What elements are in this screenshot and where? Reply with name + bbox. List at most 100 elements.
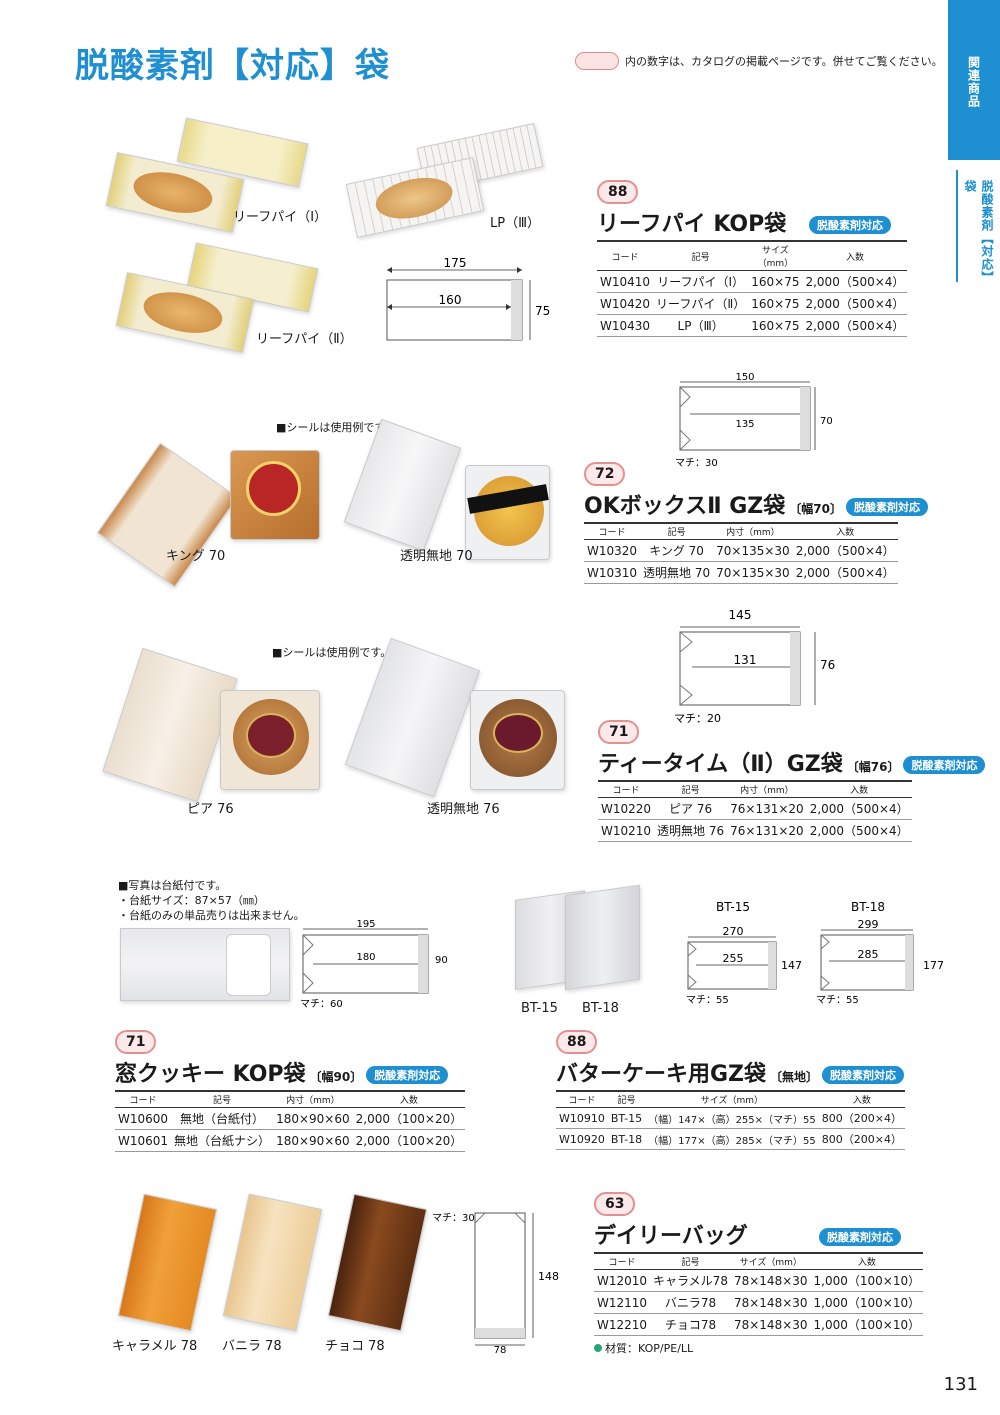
table-cell: W10430: [597, 314, 654, 337]
table-cell: W10210: [598, 819, 655, 842]
col-quantity: 入数: [802, 240, 908, 271]
table-cell: W10320: [584, 539, 641, 562]
side-tab-primary-label: 関連商品: [966, 56, 981, 108]
table-header-cell: 記号: [640, 522, 714, 540]
dimension-label: マチ：20: [674, 712, 721, 725]
badge-deoxidizer: 脱酸素剤対応: [819, 1228, 901, 1246]
dimension-label: 76: [820, 658, 835, 672]
side-tab-deoxidizer-bags[interactable]: 脱酸素剤【対応】袋: [956, 170, 1000, 282]
dimension-label: 150: [735, 372, 754, 383]
product-title-teatime: ティータイム（Ⅱ）GZ袋: [598, 752, 843, 777]
table-header-cell: コード: [598, 780, 655, 798]
caption-bt15: BT-15: [521, 1001, 558, 1016]
clear76-filled-bag: [470, 690, 565, 790]
dimension-label: 285: [858, 948, 879, 961]
pia76-bag: [102, 647, 238, 803]
product-subtitle-okbox: 〔幅70〕: [789, 502, 842, 516]
photo-okbox-group: [97, 418, 560, 588]
table-cell: W10420: [597, 292, 654, 315]
table-header-cell: 内寸（mm）: [713, 522, 793, 540]
table-cell: BT-15: [607, 1107, 646, 1129]
seal-note-teatime: ■シールは使用例です。: [272, 646, 392, 659]
dimension-label: 148: [538, 1270, 559, 1283]
table-cell: 2,000（500×4）: [806, 797, 912, 820]
page-ref-daily[interactable]: 63: [594, 1192, 636, 1216]
table-cell: 2,000（500×4）: [792, 539, 898, 562]
table-cell: リーフパイ（Ⅰ）: [653, 270, 749, 293]
caption-choco: チョコ 78: [325, 1339, 385, 1354]
table-cell: 180×90×60: [273, 1129, 353, 1152]
page-ref-okbox[interactable]: 72: [584, 462, 626, 486]
col-symbol: 記号: [653, 240, 749, 271]
table-cell: BT-18: [607, 1128, 646, 1150]
caption-caramel: キャラメル 78: [112, 1339, 198, 1354]
dimension-label: 270: [723, 925, 744, 938]
product-title-okbox: OKボックスⅡ GZ袋: [584, 494, 786, 519]
dimension-label: マチ：55: [816, 994, 859, 1006]
table-header-cell: コード: [556, 1090, 608, 1108]
dimension-label: マチ：30: [675, 457, 718, 469]
page-title: 脱酸素剤【対応】袋: [75, 46, 390, 86]
table-cell: （幅）147×（高）255×（マチ）55: [645, 1107, 819, 1129]
lp3-bag-front: [345, 157, 485, 238]
choco-bag: [327, 1193, 428, 1332]
material-dot-icon: [594, 1344, 602, 1352]
table-header-cell: 入数: [352, 1090, 466, 1108]
table-cell: 2,000（500×4）: [792, 561, 898, 584]
clear70-filled-bag: [465, 465, 550, 560]
col-size: サイズ（mm）: [748, 240, 803, 271]
page-ref-window[interactable]: 71: [115, 1030, 157, 1054]
product-title-daily: デイリーバッグ: [594, 1224, 748, 1249]
page-ref-leafpie[interactable]: 88: [597, 180, 639, 204]
table-cell: （幅）177×（高）285×（マチ）55: [645, 1128, 819, 1150]
dimension-label: 299: [858, 918, 879, 931]
caption-lp3: LP（Ⅲ）: [490, 216, 541, 231]
clear76-bag: [344, 637, 481, 798]
side-tab-related-products[interactable]: 関連商品: [948, 0, 1000, 160]
table-cell: W10310: [584, 561, 641, 584]
page-ref-butter[interactable]: 88: [556, 1030, 598, 1054]
window-cookie-photo: [120, 928, 290, 1001]
dimension-label: 78: [494, 1345, 507, 1355]
product-okbox: 72 OKボックスⅡ GZ袋 〔幅70〕 脱酸素剤対応 コード記号内寸（mm）入…: [584, 462, 928, 584]
caption-clear70: 透明無地 70: [400, 549, 473, 564]
product-title-window: 窓クッキー KOP袋: [115, 1062, 306, 1087]
dimension-label: マチ：60: [300, 998, 343, 1010]
table-header-cell: 入数: [818, 1090, 905, 1108]
table-cell: W10920: [556, 1128, 608, 1150]
material-note: 材質：KOP/PE/LL: [594, 1340, 901, 1356]
dimension-label: 147: [781, 959, 802, 972]
table-header-cell: 入数: [806, 780, 912, 798]
dimension-label: 70: [820, 416, 833, 427]
table-cell: 76×131×20: [727, 819, 807, 842]
table-header-cell: 記号: [171, 1090, 274, 1108]
badge-deoxidizer: 脱酸素剤対応: [845, 498, 928, 516]
dimension-label: マチ：30: [432, 1212, 475, 1224]
product-title-leafpie: リーフパイ KOP袋: [597, 212, 787, 237]
table-cell: ピア 76: [654, 797, 728, 820]
table-cell: キング 70: [640, 539, 714, 562]
badge-deoxidizer: 脱酸素剤対応: [809, 216, 891, 234]
table-header-cell: 記号: [607, 1090, 646, 1108]
vanilla-bag: [222, 1193, 323, 1332]
table-cell: 無地（台紙付）: [171, 1107, 274, 1130]
table-cell: W12110: [594, 1291, 651, 1314]
table-cell: 800（200×4）: [818, 1128, 905, 1150]
table-header-cell: サイズ（mm）: [645, 1090, 819, 1108]
caption-king70: キング 70: [166, 549, 226, 564]
page-ref-teatime[interactable]: 71: [598, 720, 640, 744]
table-cell: 70×135×30: [713, 561, 793, 584]
table-cell: W10600: [115, 1107, 172, 1130]
leafpie-outer-dim: 175: [444, 256, 467, 270]
diagram-teatime: 145 131 76 マチ：20: [674, 608, 835, 725]
